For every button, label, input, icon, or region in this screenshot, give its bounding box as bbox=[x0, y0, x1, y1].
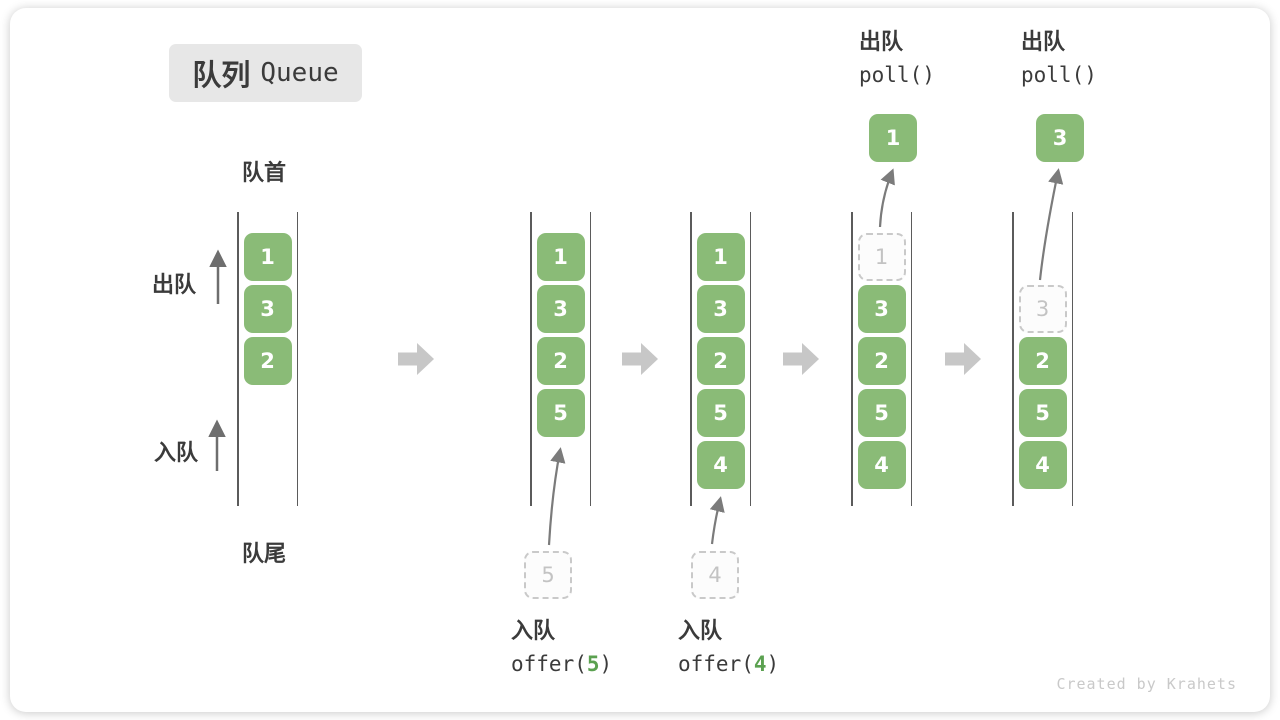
incoming-element: 4 bbox=[691, 551, 739, 599]
operation-offer-4: 入队 offer(4) bbox=[678, 621, 779, 675]
title-en: Queue bbox=[260, 58, 339, 88]
operation-arg: 5 bbox=[586, 652, 600, 676]
queue-wall-left bbox=[1012, 212, 1014, 506]
queue-element: 4 bbox=[857, 441, 906, 489]
queue-element: 2 bbox=[696, 337, 745, 385]
queue-state-5: 3 2 5 4 bbox=[1012, 212, 1073, 506]
polled-element: 3 bbox=[1036, 114, 1084, 162]
operation-arg: 4 bbox=[753, 652, 767, 676]
queue-element: 3 bbox=[243, 285, 292, 333]
operation-label-zh: 出队 bbox=[859, 30, 904, 55]
queue-element: 4 bbox=[696, 441, 745, 489]
queue-wall-left bbox=[690, 212, 692, 506]
queue-state-4: 1 3 2 5 4 bbox=[851, 212, 912, 506]
queue-element: 2 bbox=[243, 337, 292, 385]
queue-wall-right bbox=[910, 212, 912, 506]
dequeue-direction-label: 出队 bbox=[152, 273, 197, 298]
queue-wall-left bbox=[851, 212, 853, 506]
queue-wall-right bbox=[1071, 212, 1073, 506]
queue-front-label: 队首 bbox=[242, 161, 287, 186]
queue-element: 5 bbox=[536, 389, 585, 437]
queue-wall-right bbox=[749, 212, 751, 506]
queue-element: 1 bbox=[536, 233, 585, 281]
queue-state-1: 1 3 2 bbox=[237, 212, 298, 506]
queue-element: 2 bbox=[857, 337, 906, 385]
removed-element-placeholder: 3 bbox=[1018, 285, 1067, 333]
title-zh: 队列 bbox=[192, 58, 251, 92]
queue-state-3: 1 3 2 5 4 bbox=[690, 212, 751, 506]
operation-code: offer(5) bbox=[511, 652, 613, 676]
operation-code: poll() bbox=[859, 63, 935, 87]
queue-element: 5 bbox=[1018, 389, 1067, 437]
queue-element: 1 bbox=[243, 233, 292, 281]
removed-element-placeholder: 1 bbox=[857, 233, 906, 281]
queue-rear-label: 队尾 bbox=[242, 542, 287, 567]
enqueue-direction-label: 入队 bbox=[154, 441, 199, 466]
operation-poll-2: 出队 poll() bbox=[1021, 32, 1097, 86]
incoming-element: 5 bbox=[524, 551, 572, 599]
queue-state-2: 1 3 2 5 bbox=[530, 212, 591, 506]
queue-element: 3 bbox=[536, 285, 585, 333]
operation-code: offer(4) bbox=[678, 652, 780, 676]
operation-offer-5: 入队 offer(5) bbox=[511, 621, 612, 675]
watermark: Created by Krahets bbox=[1056, 675, 1237, 693]
queue-element: 2 bbox=[536, 337, 585, 385]
queue-element: 2 bbox=[1018, 337, 1067, 385]
queue-wall-right bbox=[589, 212, 591, 506]
queue-element: 1 bbox=[696, 233, 745, 281]
operation-label-zh: 出队 bbox=[1021, 30, 1066, 55]
queue-element: 5 bbox=[857, 389, 906, 437]
operation-poll-1: 出队 poll() bbox=[859, 32, 935, 86]
title-badge: 队列 Queue bbox=[169, 44, 362, 102]
polled-element: 1 bbox=[869, 114, 917, 162]
operation-label-zh: 入队 bbox=[678, 619, 723, 644]
queue-element: 4 bbox=[1018, 441, 1067, 489]
queue-wall-left bbox=[237, 212, 239, 506]
queue-wall-right bbox=[296, 212, 298, 506]
queue-wall-left bbox=[530, 212, 532, 506]
queue-element: 3 bbox=[857, 285, 906, 333]
queue-element: 5 bbox=[696, 389, 745, 437]
operation-code: poll() bbox=[1021, 63, 1097, 87]
queue-element: 3 bbox=[696, 285, 745, 333]
operation-label-zh: 入队 bbox=[511, 619, 556, 644]
diagram-card bbox=[10, 8, 1270, 712]
